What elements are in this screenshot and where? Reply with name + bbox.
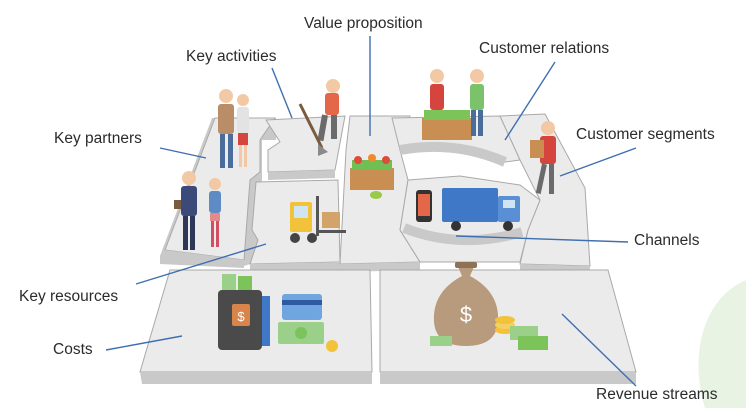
label-costs: Costs: [53, 341, 93, 358]
label-value-proposition: Value proposition: [304, 15, 423, 32]
channels-line: [455, 235, 629, 243]
svg-text:$: $: [237, 309, 245, 324]
label-key-partners: Key partners: [54, 130, 142, 147]
coins-icon: [430, 316, 548, 350]
key-partners-line: [159, 147, 207, 159]
label-revenue-streams: Revenue streams: [596, 386, 718, 403]
svg-text:$: $: [460, 302, 472, 327]
key-activities-line: [271, 67, 293, 119]
label-customer-relations: Customer relations: [479, 40, 610, 57]
wallet-icon: $: [218, 274, 270, 350]
revenue-streams-line: [561, 313, 637, 387]
vegetable-crate-icon: [350, 154, 394, 199]
label-key-resources: Key resources: [19, 288, 119, 305]
label-customer-segments: Customer segments: [576, 126, 715, 143]
phone-icon: [416, 190, 432, 222]
forklift-icon: [290, 196, 346, 243]
people-icon: [218, 89, 249, 168]
truck-icon: [442, 188, 520, 231]
label-key-activities: Key activities: [186, 48, 277, 65]
customer-relations-line: [504, 61, 556, 141]
customer-segments-line: [559, 147, 637, 177]
credit-card-icon: [278, 294, 338, 352]
vendors-icon: [422, 69, 484, 140]
key-resources-line: [135, 243, 267, 285]
costs-line: [105, 335, 183, 351]
decorative-leaf: [698, 280, 746, 408]
leader-lines: [105, 36, 637, 387]
worker-shovel-icon: [298, 79, 340, 156]
money-bag-icon: $: [433, 262, 499, 346]
people-icon: [174, 171, 221, 250]
label-channels: Channels: [634, 232, 700, 249]
customer-bags-icon: [530, 121, 556, 194]
